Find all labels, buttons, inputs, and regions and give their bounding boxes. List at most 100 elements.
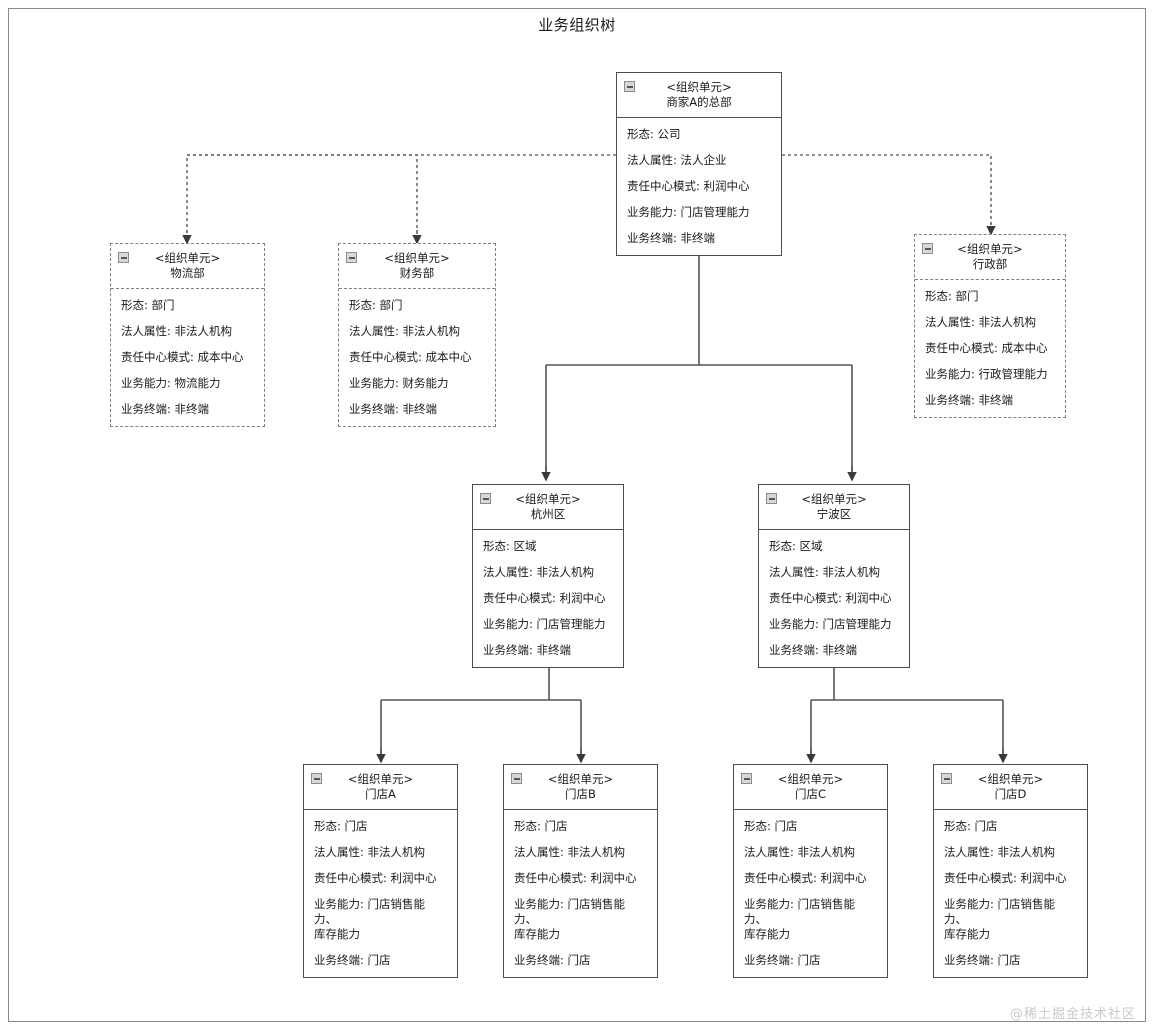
node-attr: 业务能力: 门店销售能力、 库存能力 xyxy=(514,897,626,941)
minus-square-icon[interactable] xyxy=(922,243,933,254)
node-stereotype: <组织单元> xyxy=(515,492,581,506)
node-title: 杭州区 xyxy=(530,507,566,521)
node-stereotype: <组织单元> xyxy=(154,251,221,265)
node-header: <组织单元> 杭州区 xyxy=(473,485,623,530)
node-stereotype: <组织单元> xyxy=(666,80,732,94)
node-hangzhou[interactable]: <组织单元> 杭州区 形态: 区域 法人属性: 非法人机构 责任中心模式: 利润… xyxy=(472,484,624,668)
node-attr: 业务终端: 门店 xyxy=(314,953,391,967)
node-store-d[interactable]: <组织单元> 门店D 形态: 门店 法人属性: 非法人机构 责任中心模式: 利润… xyxy=(933,764,1088,978)
node-attr: 责任中心模式: 利润中心 xyxy=(769,591,892,605)
node-logistics[interactable]: <组织单元> 物流部 形态: 部门 法人属性: 非法人机构 责任中心模式: 成本… xyxy=(110,243,265,427)
node-attr: 业务能力: 财务能力 xyxy=(349,376,449,390)
node-header: <组织单元> 宁波区 xyxy=(759,485,909,530)
node-attr: 责任中心模式: 利润中心 xyxy=(627,179,750,193)
node-attr: 法人属性: 非法人机构 xyxy=(349,324,461,338)
node-attr: 业务终端: 非终端 xyxy=(349,402,438,416)
node-attr: 责任中心模式: 利润中心 xyxy=(944,871,1067,885)
node-attr: 业务能力: 门店管理能力 xyxy=(483,617,606,631)
node-title: 商家A的总部 xyxy=(666,95,732,109)
node-body: 形态: 部门 法人属性: 非法人机构 责任中心模式: 成本中心 业务能力: 物流… xyxy=(111,289,264,426)
minus-square-icon[interactable] xyxy=(624,81,635,92)
node-attr: 业务终端: 门店 xyxy=(514,953,591,967)
node-hq[interactable]: <组织单元> 商家A的总部 形态: 公司 法人属性: 法人企业 责任中心模式: … xyxy=(616,72,782,256)
node-attr: 责任中心模式: 利润中心 xyxy=(483,591,606,605)
minus-square-icon[interactable] xyxy=(741,773,752,784)
node-attr: 业务终端: 门店 xyxy=(944,953,1021,967)
node-attr: 业务能力: 门店销售能力、 库存能力 xyxy=(744,897,856,941)
node-attr: 业务终端: 非终端 xyxy=(769,643,858,657)
node-header: <组织单元> 门店A xyxy=(304,765,457,810)
node-attr: 业务终端: 非终端 xyxy=(483,643,572,657)
node-stereotype: <组织单元> xyxy=(547,772,614,786)
node-header: <组织单元> 门店D xyxy=(934,765,1087,810)
node-attr: 法人属性: 非法人机构 xyxy=(925,315,1037,329)
node-attr: 形态: 门店 xyxy=(314,819,368,833)
node-title: 财务部 xyxy=(399,266,435,280)
node-store-a[interactable]: <组织单元> 门店A 形态: 门店 法人属性: 非法人机构 责任中心模式: 利润… xyxy=(303,764,458,978)
node-body: 形态: 部门 法人属性: 非法人机构 责任中心模式: 成本中心 业务能力: 行政… xyxy=(915,280,1065,417)
node-store-c[interactable]: <组织单元> 门店C 形态: 门店 法人属性: 非法人机构 责任中心模式: 利润… xyxy=(733,764,888,978)
minus-square-icon[interactable] xyxy=(311,773,322,784)
node-stereotype: <组织单元> xyxy=(801,492,867,506)
minus-square-icon[interactable] xyxy=(511,773,522,784)
node-attr: 责任中心模式: 利润中心 xyxy=(314,871,437,885)
node-attr: 责任中心模式: 利润中心 xyxy=(514,871,637,885)
node-attr: 责任中心模式: 成本中心 xyxy=(121,350,244,364)
node-attr: 业务终端: 非终端 xyxy=(121,402,210,416)
node-attr: 法人属性: 非法人机构 xyxy=(121,324,233,338)
node-body: 形态: 门店 法人属性: 非法人机构 责任中心模式: 利润中心 业务能力: 门店… xyxy=(734,810,887,977)
node-attr: 责任中心模式: 成本中心 xyxy=(925,341,1048,355)
minus-square-icon[interactable] xyxy=(346,252,357,263)
minus-square-icon[interactable] xyxy=(941,773,952,784)
node-attr: 业务能力: 物流能力 xyxy=(121,376,221,390)
node-attr: 形态: 部门 xyxy=(925,289,979,303)
node-attr: 业务能力: 行政管理能力 xyxy=(925,367,1048,381)
node-attr: 形态: 门店 xyxy=(514,819,568,833)
node-attr: 形态: 公司 xyxy=(627,127,681,141)
page-title: 业务组织树 xyxy=(538,16,616,34)
node-header: <组织单元> 行政部 xyxy=(915,235,1065,280)
node-stereotype: <组织单元> xyxy=(384,251,450,265)
node-stereotype: <组织单元> xyxy=(347,772,414,786)
node-attr: 法人属性: 非法人机构 xyxy=(944,845,1056,859)
node-title: 门店A xyxy=(365,787,396,801)
node-attr: 责任中心模式: 利润中心 xyxy=(744,871,867,885)
node-attr: 法人属性: 非法人机构 xyxy=(514,845,626,859)
minus-square-icon[interactable] xyxy=(766,493,777,504)
node-attr: 业务终端: 非终端 xyxy=(925,393,1014,407)
node-store-b[interactable]: <组织单元> 门店B 形态: 门店 法人属性: 非法人机构 责任中心模式: 利润… xyxy=(503,764,658,978)
node-attr: 形态: 门店 xyxy=(944,819,998,833)
node-attr: 业务能力: 门店销售能力、 库存能力 xyxy=(944,897,1056,941)
minus-square-icon[interactable] xyxy=(118,252,129,263)
node-title: 宁波区 xyxy=(816,507,852,521)
node-ningbo[interactable]: <组织单元> 宁波区 形态: 区域 法人属性: 非法人机构 责任中心模式: 利润… xyxy=(758,484,910,668)
node-title: 物流部 xyxy=(170,266,205,280)
node-title: 门店D xyxy=(994,787,1027,801)
node-attr: 法人属性: 法人企业 xyxy=(627,153,727,167)
node-attr: 形态: 区域 xyxy=(769,539,823,553)
node-attr: 业务终端: 门店 xyxy=(744,953,821,967)
node-admin[interactable]: <组织单元> 行政部 形态: 部门 法人属性: 非法人机构 责任中心模式: 成本… xyxy=(914,234,1066,418)
node-attr: 法人属性: 非法人机构 xyxy=(314,845,426,859)
node-attr: 形态: 区域 xyxy=(483,539,537,553)
node-body: 形态: 公司 法人属性: 法人企业 责任中心模式: 利润中心 业务能力: 门店管… xyxy=(617,118,781,255)
node-attr: 形态: 门店 xyxy=(744,819,798,833)
node-attr: 业务能力: 门店管理能力 xyxy=(769,617,892,631)
node-header: <组织单元> 门店B xyxy=(504,765,657,810)
node-attr: 形态: 部门 xyxy=(121,298,175,312)
node-header: <组织单元> 物流部 xyxy=(111,244,264,289)
node-finance[interactable]: <组织单元> 财务部 形态: 部门 法人属性: 非法人机构 责任中心模式: 成本… xyxy=(338,243,496,427)
node-attr: 法人属性: 非法人机构 xyxy=(744,845,856,859)
node-stereotype: <组织单元> xyxy=(957,242,1023,256)
minus-square-icon[interactable] xyxy=(480,493,491,504)
node-title: 门店C xyxy=(794,787,827,801)
node-body: 形态: 门店 法人属性: 非法人机构 责任中心模式: 利润中心 业务能力: 门店… xyxy=(504,810,657,977)
node-header: <组织单元> 商家A的总部 xyxy=(617,73,781,118)
watermark: @稀土掘金技术社区 xyxy=(1009,1007,1136,1022)
node-body: 形态: 门店 法人属性: 非法人机构 责任中心模式: 利润中心 业务能力: 门店… xyxy=(934,810,1087,977)
node-body: 形态: 区域 法人属性: 非法人机构 责任中心模式: 利润中心 业务能力: 门店… xyxy=(473,530,623,667)
node-header: <组织单元> 财务部 xyxy=(339,244,495,289)
node-attr: 业务终端: 非终端 xyxy=(627,231,716,245)
node-header: <组织单元> 门店C xyxy=(734,765,887,810)
